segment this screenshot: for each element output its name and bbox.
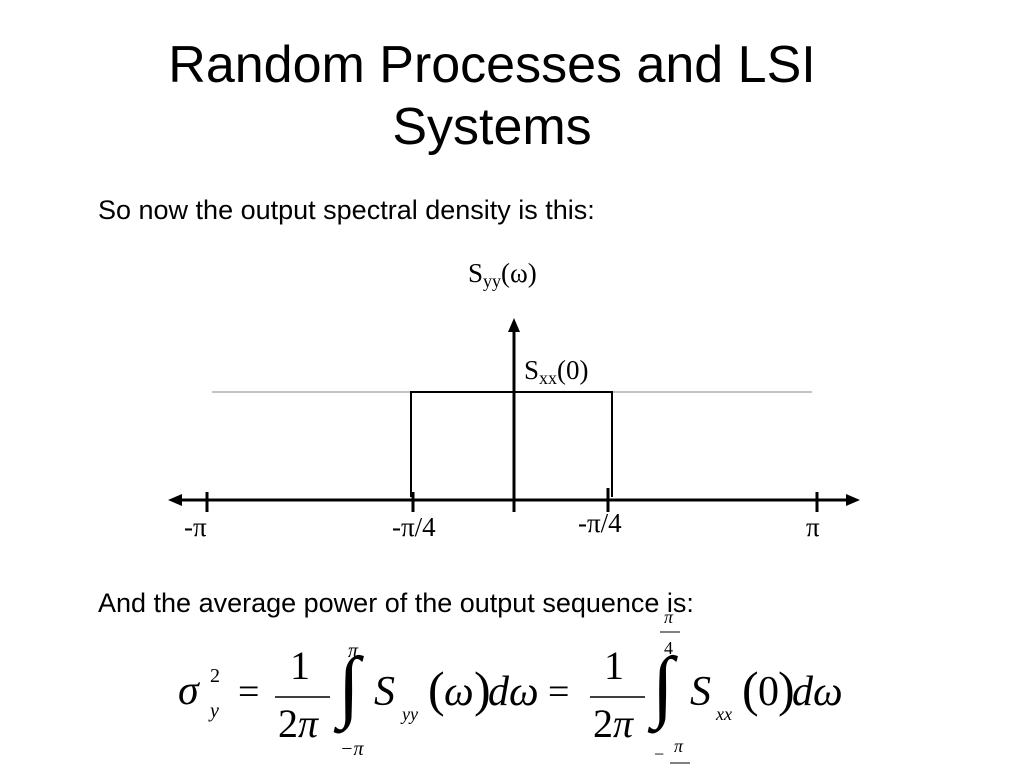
sigma-symbol: σ	[178, 668, 199, 714]
title-line-2: Systems	[392, 98, 592, 156]
S-yy-subscript: yy	[402, 704, 418, 724]
S-xx: S	[690, 669, 711, 715]
integral-lower-limit-2-num: π	[674, 736, 684, 756]
pulse-rect	[410, 391, 613, 497]
sigma-superscript: 2	[210, 665, 220, 687]
integral-lower-limit-2-neg: −	[654, 744, 665, 764]
d-omega-2: dω	[792, 669, 843, 715]
fraction-denominator-1: 2π	[278, 701, 319, 746]
omega-argument: ω	[444, 669, 474, 715]
S-yy: S	[374, 669, 395, 715]
integral-upper-limit-2-den: 4	[664, 638, 673, 658]
integral-upper-limit-2-num: π	[664, 607, 674, 627]
y-axis-label: Syy(ω)	[468, 258, 537, 291]
paren-open-1: (	[428, 661, 445, 717]
integral-sign-1: ∫	[338, 642, 360, 730]
tick-label-neg-pi: -π	[184, 512, 207, 542]
level-label: Sxx(0)	[524, 355, 589, 388]
tick-label-pi-4: -π/4	[578, 508, 622, 538]
title-line-1: Random Processes and LSI	[168, 36, 816, 94]
sigma-subscript: y	[210, 700, 219, 722]
paren-close-1: )	[474, 661, 491, 717]
equals-sign-2: =	[548, 671, 570, 713]
d-omega-1: dω	[488, 669, 539, 715]
integral-sign-2: ∫	[652, 642, 674, 730]
intro-text: So now the output spectral density is th…	[98, 195, 595, 225]
paren-close-2: )	[778, 661, 795, 717]
fraction-denominator-2: 2π	[593, 701, 634, 746]
S-xx-subscript: xx	[716, 704, 732, 724]
paren-open-2: (	[742, 661, 759, 717]
tick-label-pi: π	[806, 512, 820, 542]
x-axis-left-arrow	[168, 494, 182, 506]
equals-sign-1: =	[238, 671, 260, 713]
y-axis-arrow	[508, 318, 520, 332]
integral-upper-limit-1: π	[348, 640, 359, 662]
integral-lower-limit-1: −π	[340, 738, 364, 760]
zero-argument: 0	[758, 669, 779, 715]
fraction-numerator-1: 1	[290, 643, 310, 688]
tick-label-neg-pi-4: -π/4	[392, 512, 436, 542]
slide-title: Random Processes and LSI Systems	[0, 34, 984, 158]
average-power-text: And the average power of the output sequ…	[98, 588, 694, 618]
fraction-numerator-2: 1	[604, 643, 624, 688]
x-axis-right-arrow	[846, 494, 860, 506]
